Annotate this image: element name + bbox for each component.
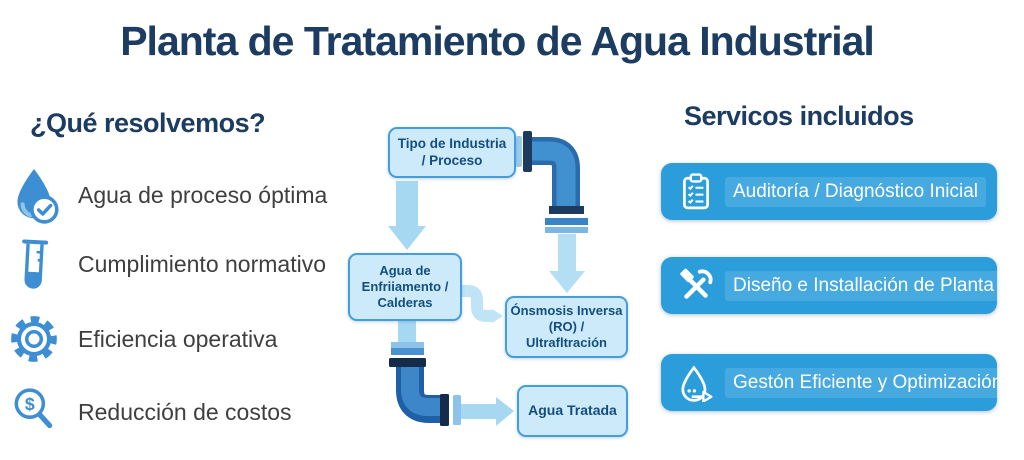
service-label: Auditoría / Diagnóstico Inicial [725, 176, 987, 207]
flow-node-line: Enfriiamento / [361, 279, 449, 295]
list-item: Cumplimiento normativo [6, 236, 326, 292]
list-item: Agua de proceso óptima [6, 167, 328, 224]
flow-node-line: Agua Tratada [528, 402, 617, 419]
gear-icon [6, 311, 62, 367]
service-label: Gestón Eficiente y Optimización [725, 367, 1011, 398]
dollar-glyph: $ [25, 394, 35, 414]
benefit-label: Eficiencia operativa [78, 325, 278, 352]
service-button-diseno[interactable]: Diseño e Installación de Planta [661, 257, 1002, 314]
service-button-auditoria[interactable]: Auditoría / Diagnóstico Inicial [661, 163, 997, 220]
flow-node-line: Agua de [379, 263, 431, 279]
benefit-label: Reducción de costos [78, 398, 292, 425]
flow-node-agua-tratada: Agua Tratada [517, 385, 628, 437]
benefit-label: Agua de proceso óptima [78, 181, 328, 208]
arrow-down-icon [388, 181, 426, 250]
service-button-gestion[interactable]: Gestón Eficiente y Optimización [661, 354, 1011, 411]
flow-node-line: (RO) / [548, 319, 585, 335]
flow-node-line: / Proceso [421, 152, 483, 168]
list-item: Eficiencia operativa [6, 311, 277, 367]
flow-node-osmosis-inversa: Ónsmosis Inversa (RO) / Ultrafltración [505, 296, 628, 358]
arrow-right-icon [461, 397, 514, 426]
flow-node-line: Ultrafltración [526, 334, 607, 350]
list-item: $ Reducción de costos [6, 384, 292, 440]
pipe-elbow-top-icon [516, 131, 588, 233]
flow-node-line: Calderas [377, 294, 433, 310]
flow-node-tipo-industria: Tipo de Industria / Proceso [388, 127, 516, 178]
water-drop-arrow-icon [675, 362, 717, 404]
left-panel-heading: ¿Qué resolvemos? [30, 108, 266, 138]
tools-icon [675, 265, 717, 307]
flow-node-line: Tipo de Industria [397, 136, 507, 152]
flow-node-line: Ónsmosis Inversa [510, 303, 623, 319]
right-panel-heading: Servicos incluidos [684, 101, 914, 131]
pipe-elbow-bottom-icon [389, 319, 461, 426]
connector-elbow-icon [461, 285, 503, 323]
clipboard-checklist-icon [675, 171, 717, 213]
page-title: Planta de Tratamiento de Agua Industrial [120, 18, 875, 64]
water-drop-check-icon [6, 167, 62, 224]
service-label: Diseño e Installación de Planta [725, 270, 1002, 301]
benefit-label: Cumplimiento normativo [78, 250, 326, 277]
flow-node-agua-enfriamiento: Agua de Enfriiamento / Calderas [348, 253, 462, 321]
test-tube-icon [5, 235, 64, 294]
arrow-down-icon [549, 234, 585, 293]
search-dollar-icon: $ [6, 384, 62, 440]
